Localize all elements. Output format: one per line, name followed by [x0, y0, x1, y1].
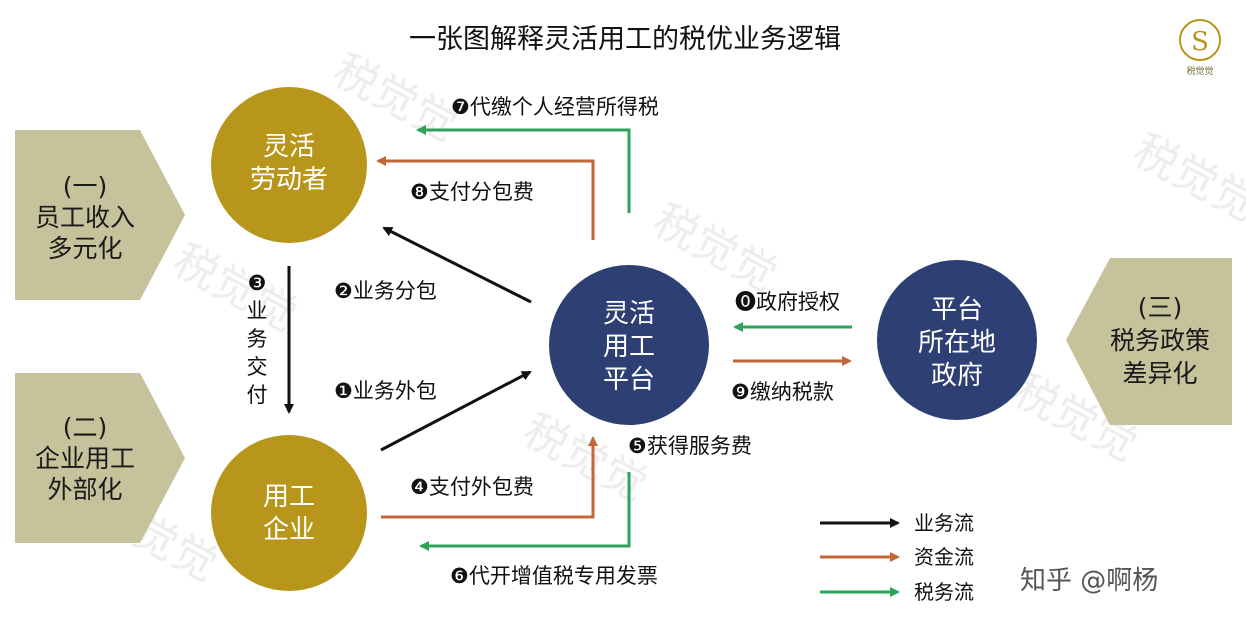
step-label-0: ⓿政府授权: [735, 290, 840, 314]
step-label-2: ❷业务分包: [334, 279, 437, 303]
watermark: 税觉觉: [1125, 125, 1246, 232]
svg-text:交: 交: [247, 355, 268, 379]
node-flexible-worker: 灵活 劳动者: [211, 87, 367, 243]
node-label-line: 灵活: [263, 132, 315, 162]
node-label-line: 企业: [263, 515, 315, 545]
legend-label: 资金流: [914, 545, 974, 569]
arrow-business-subcontract: [382, 226, 532, 304]
brand-logo: S 税觉觉: [1179, 19, 1221, 77]
step-label-7: ❼代缴个人经营所得税: [451, 95, 659, 119]
logo-caption: 税觉觉: [1186, 65, 1213, 77]
side-panel-line: (一): [63, 172, 108, 201]
side-panel-tax-policy: (三) 税务政策 差异化: [1066, 258, 1232, 425]
step-label-9: ❾缴纳税款: [731, 380, 834, 404]
step-label-6: ❻代开增值税专用发票: [450, 564, 658, 588]
side-panel-line: (三): [1138, 293, 1183, 322]
step-label-4: ❹支付外包费: [410, 475, 534, 499]
legend-label: 税务流: [914, 580, 974, 604]
legend: 业务流 资金流 税务流: [820, 511, 974, 604]
node-label-line: 灵活: [603, 299, 655, 329]
svg-text:❸: ❸: [248, 271, 267, 295]
side-panel-line: 企业用工: [35, 444, 135, 473]
svg-text:业: 业: [247, 299, 268, 323]
side-panel-line: 员工收入: [35, 203, 135, 232]
side-panel-income: (一) 员工收入 多元化: [15, 130, 185, 300]
attribution: 知乎 @啊杨: [1020, 566, 1158, 596]
node-label-line: 政府: [931, 361, 983, 391]
node-label-line: 所在地: [918, 328, 996, 358]
node-platform: 灵活 用工 平台: [549, 265, 709, 425]
step-label-1: ❶业务外包: [334, 379, 437, 403]
svg-text:S: S: [1191, 27, 1209, 57]
arrow-tax-vat-invoice: [419, 472, 631, 551]
step-label-8: ❽支付分包费: [410, 180, 534, 204]
arrow-money-outsource-fee: [381, 436, 598, 519]
node-enterprise: 用工 企业: [211, 435, 367, 591]
diagram-title: 一张图解释灵活用工的税优业务逻辑: [409, 24, 841, 55]
svg-text:付: 付: [247, 383, 268, 407]
node-label-line: 劳动者: [250, 165, 328, 195]
node-government: 平台 所在地 政府: [877, 260, 1037, 420]
arrow-money-subcontract-fee: [376, 156, 595, 240]
side-panel-line: 外部化: [47, 475, 122, 504]
node-label-line: 用工: [603, 332, 655, 362]
node-label-line: 用工: [263, 482, 315, 512]
side-panel-line: 税务政策: [1110, 326, 1210, 355]
side-panel-line: (二): [63, 413, 108, 442]
svg-text:务: 务: [247, 327, 268, 351]
side-panel-line: 差异化: [1122, 359, 1197, 388]
side-panel-line: 多元化: [47, 234, 122, 263]
step-label-5: ❺获得服务费: [628, 434, 752, 458]
legend-label: 业务流: [914, 511, 974, 535]
arrow-business-outsource: [380, 370, 532, 452]
node-label-line: 平台: [603, 365, 655, 395]
node-label-line: 平台: [931, 295, 983, 325]
side-panel-employment: (二) 企业用工 外部化: [15, 373, 185, 543]
arrow-tax-income-tax: [416, 125, 631, 213]
step-label-3: ❸ 业 务 交 付: [247, 271, 268, 407]
watermark: 税觉觉: [165, 235, 305, 342]
